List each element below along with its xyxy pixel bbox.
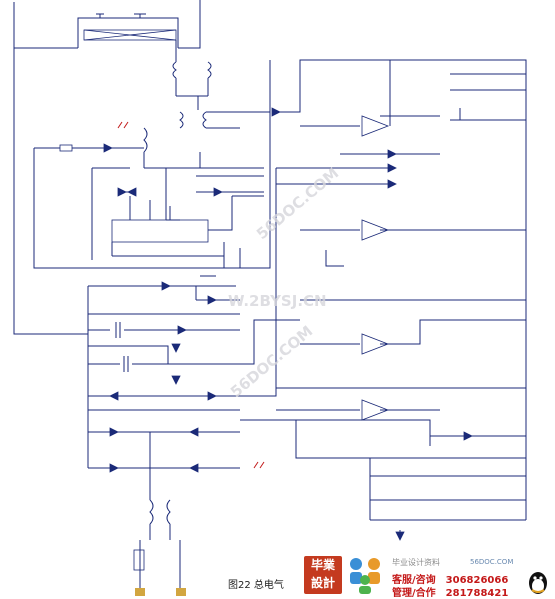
contact-label: 客服/咨询 [392, 575, 436, 586]
watermark-text: 56DOC.COM [253, 164, 342, 243]
site-logo: 毕業 設計 [304, 556, 342, 594]
contact-label: 管理/合作 [392, 588, 436, 599]
contact-row: 管理/合作 281788421 [392, 584, 508, 599]
site-name: 毕业设计资料 [392, 558, 440, 567]
figure-caption: 图22 总电气 [228, 580, 284, 591]
right-opamp-section [240, 59, 527, 541]
watermark-text: W.2BYSJ.CN [228, 292, 327, 310]
contact-number: 306826066 [445, 575, 509, 586]
logo-line: 毕業 [310, 558, 335, 572]
logo-line: 設計 [310, 576, 335, 590]
qq-penguin-icon [529, 572, 547, 594]
left-lower-section [13, 48, 265, 596]
contact-number: 281788421 [445, 588, 509, 599]
left-control-section [33, 60, 271, 269]
top-section [13, 0, 390, 153]
watermark-text: 56DOC.COM [227, 322, 316, 401]
contact-row: 客服/咨询 306826066 [392, 571, 508, 586]
people-icon [350, 558, 380, 594]
site-url: 56DOC.COM [470, 558, 514, 566]
